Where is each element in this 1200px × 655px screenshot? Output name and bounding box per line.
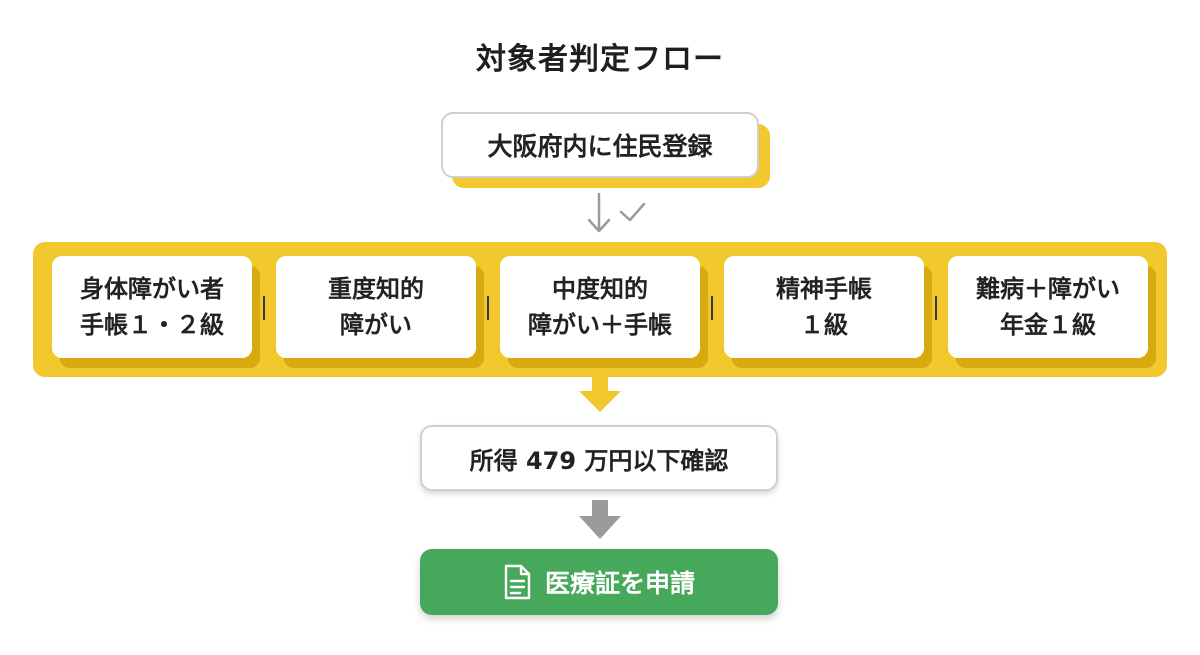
category-card-line1: 難病＋障がい [976,275,1120,303]
category-card-line2: 障がい＋手帳 [528,311,672,339]
page-title: 対象者判定フロー [476,42,724,77]
category-card-intractable-disease: 難病＋障がい 年金１級 [948,256,1148,358]
income-check-node: 所得 479 万円以下確認 [420,425,778,491]
down-arrow-gray-icon [578,500,622,544]
document-icon [503,564,531,600]
category-card-moderate-intellectual: 中度知的 障がい＋手帳 [500,256,700,358]
card-separator [487,296,489,320]
category-card-line2: 手帳１・２級 [80,311,224,339]
category-card-line2: １級 [800,311,848,339]
income-check-label: 所得 479 万円以下確認 [469,446,729,475]
card-separator [711,296,713,320]
category-card-line2: 障がい [340,311,412,339]
apply-certificate-button[interactable]: 医療証を申請 [420,549,778,615]
category-card-line1: 身体障がい者 [80,275,224,303]
category-card-physical: 身体障がい者 手帳１・２級 [52,256,252,358]
down-arrow-yellow-icon [578,377,622,417]
start-node: 大阪府内に住民登録 [441,112,759,178]
down-arrow-check-icon [586,192,656,242]
category-card-severe-intellectual: 重度知的 障がい [276,256,476,358]
card-separator [263,296,265,320]
category-card-mental: 精神手帳 １級 [724,256,924,358]
category-card-line1: 重度知的 [328,275,424,303]
apply-button-label: 医療証を申請 [544,569,695,598]
category-card-line2: 年金１級 [1000,311,1096,339]
start-node-label: 大阪府内に住民登録 [487,132,713,161]
card-separator [935,296,937,320]
category-card-line1: 中度知的 [552,275,648,303]
category-card-line1: 精神手帳 [776,275,872,303]
